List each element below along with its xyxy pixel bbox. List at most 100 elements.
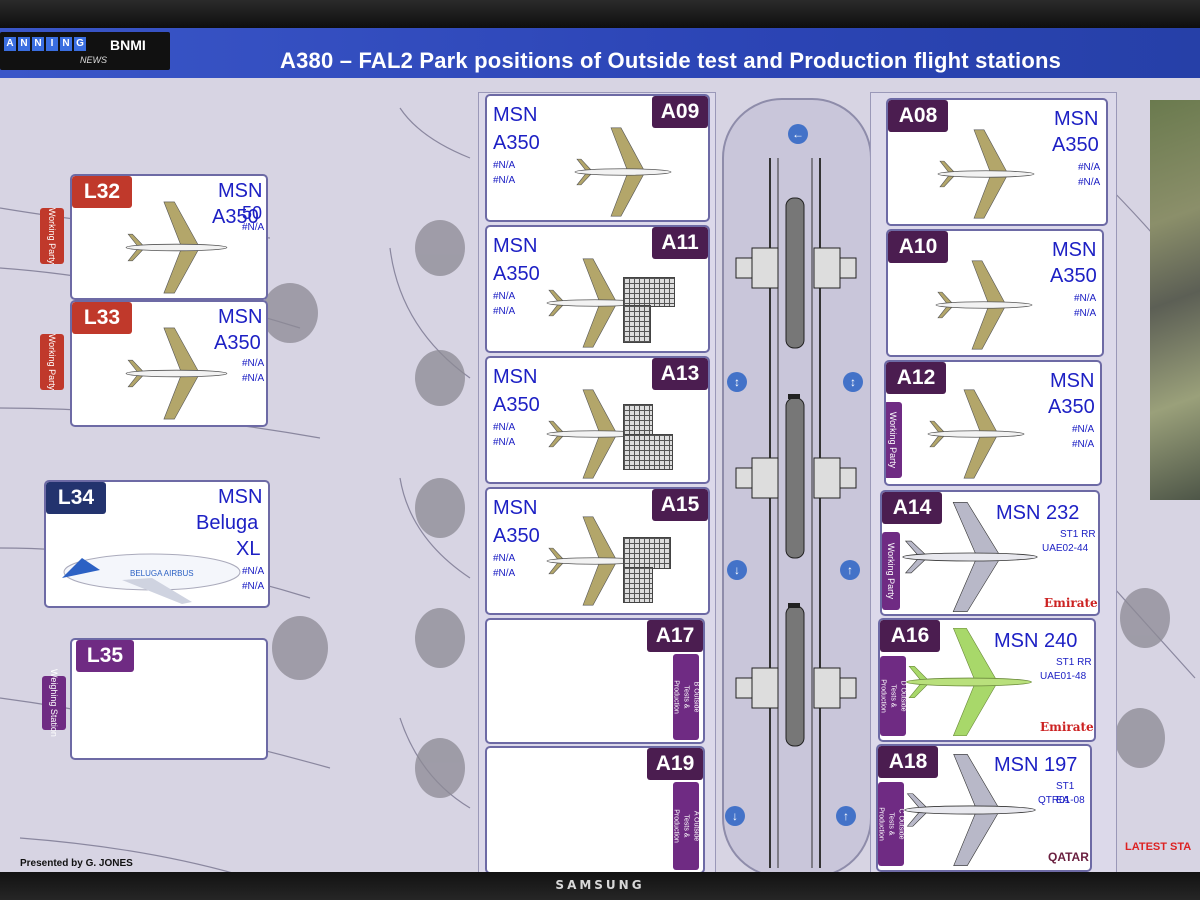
logo-letter: N: [32, 37, 44, 51]
na-value: #N/A: [1072, 422, 1094, 437]
na-value: #N/A: [493, 173, 515, 188]
presenter-credit: Presented by G. JONES: [20, 858, 133, 869]
na-value: #N/A: [493, 420, 515, 435]
stand-code: A17: [647, 620, 703, 652]
stand-code: L33: [72, 302, 132, 334]
a350-plane-icon: [926, 388, 1026, 480]
stand-L35[interactable]: L35: [70, 638, 268, 760]
arrow-left-icon: ←: [788, 124, 808, 144]
stand-code: A13: [652, 358, 708, 390]
stand-code: A09: [652, 96, 708, 128]
stand-L34[interactable]: L34 MSN Beluga XL #N/A #N/A BELUGA AIRBU…: [44, 480, 270, 608]
logo-letter: A: [4, 37, 16, 51]
fuselage-livery-text: BELUGA AIRBUS: [130, 569, 194, 578]
msn-label: MSN: [1050, 368, 1094, 394]
arrow-down-icon: ↓: [725, 806, 745, 826]
na-value: #N/A: [242, 371, 264, 386]
stand-A12[interactable]: A12 MSN A350 #N/A #N/A Working Party: [884, 360, 1102, 486]
aircraft-type: A350: [1050, 263, 1097, 289]
stand-A09[interactable]: A09 MSN A350 #N/A #N/A: [485, 94, 710, 222]
work-platform-grid: [623, 434, 673, 470]
a350-plane-icon: [124, 326, 229, 421]
logo-letter: G: [74, 37, 86, 51]
msn-label: MSN: [218, 484, 262, 510]
aircraft-type: A350: [493, 392, 540, 418]
beluga-plane-icon: BELUGA AIRBUS: [52, 544, 242, 606]
a380-plane-icon: [900, 500, 1040, 614]
work-platform-grid: [623, 567, 653, 603]
emirates-logo: Emirates: [1044, 596, 1100, 610]
arrow-up-icon: ↑: [840, 560, 860, 580]
aircraft-type: A350: [493, 130, 540, 156]
stand-code: L34: [46, 482, 106, 514]
flight-code: UAE02-44: [1042, 542, 1088, 556]
green-a380-plane-icon: [904, 626, 1034, 738]
latest-status-link[interactable]: LATEST STA: [1125, 841, 1191, 853]
combine-c-tag: COMBINE C Outside Tests & Production Tes…: [878, 782, 904, 866]
flight-code: QTR01-08: [1038, 794, 1085, 808]
combine-b-tag: COMBINE B Outside Tests & Production Tes…: [673, 654, 699, 740]
stand-A14[interactable]: A14 MSN 232 ST1 RR UAE02-44 Emirates Wor…: [880, 490, 1100, 616]
status-line: ST1 RR: [1060, 528, 1096, 542]
stand-A11[interactable]: A11 MSN A350 #N/A #N/A: [485, 225, 710, 353]
logo-letter: I: [46, 37, 58, 51]
stand-A19[interactable]: A19 COMBINE A Outside Tests & Production…: [485, 746, 705, 874]
qatar-logo: QATAR: [1048, 850, 1089, 864]
stand-code: L32: [72, 176, 132, 208]
na-value: #N/A: [1078, 160, 1100, 175]
a350-plane-icon: [124, 200, 229, 295]
logo-news: NEWS: [80, 55, 107, 65]
na-value: #N/A: [493, 158, 515, 173]
flight-code: UAE01-48: [1040, 670, 1086, 684]
na-value: #N/A: [493, 435, 515, 450]
arrow-updown-icon: ↕: [843, 372, 863, 392]
a380-plane-icon: [902, 752, 1038, 868]
stand-A08[interactable]: A08 MSN A350 #N/A #N/A: [886, 98, 1108, 226]
weighing-station-tag: Weighing Station: [42, 676, 66, 730]
na-value: #N/A: [493, 304, 515, 319]
msn-label: MSN: [493, 233, 537, 259]
stand-A17[interactable]: A17 COMBINE B Outside Tests & Production…: [485, 618, 705, 744]
stand-L33[interactable]: L33 MSN A350 #N/A #N/A: [70, 300, 268, 427]
stand-code: A11: [652, 227, 708, 259]
a350-plane-icon: [936, 128, 1036, 220]
msn-label: MSN: [493, 102, 537, 128]
stand-A18[interactable]: A18 MSN 197 ST1 EA QTR01-08 QATAR COMBIN…: [876, 744, 1092, 872]
na-value: #N/A: [1078, 175, 1100, 190]
arrow-up-icon: ↑: [836, 806, 856, 826]
working-party-tag: Working Party: [882, 532, 900, 610]
na-value: #N/A: [1072, 437, 1094, 452]
working-party-tag: Working Party: [884, 402, 902, 478]
header-bar: A N N I N G BNMI NEWS A380 – FAL2 Park p…: [0, 28, 1200, 78]
na-value: #N/A: [242, 356, 264, 371]
logo-letter: N: [18, 37, 30, 51]
aircraft-type: A350: [1048, 394, 1095, 420]
stand-A10[interactable]: A10 MSN A350 #N/A #N/A: [886, 229, 1104, 357]
stand-A15[interactable]: A15 MSN A350 #N/A #N/A: [485, 487, 710, 615]
working-party-tag: Working Party: [40, 334, 64, 390]
aircraft-type: A350: [1052, 132, 1099, 158]
na-value: #N/A: [493, 551, 515, 566]
logo-letters: A N N I N G: [4, 37, 88, 51]
work-platform-grid: [623, 537, 671, 569]
na-value: #N/A: [242, 579, 264, 594]
work-platform-grid: [623, 277, 675, 307]
combine-a-tag: COMBINE A Outside Tests & Production Tes…: [673, 782, 699, 870]
display-screen: A N N I N G BNMI NEWS A380 – FAL2 Park p…: [0, 28, 1200, 874]
combine-d-tag: COMBINE D Outside Tests & Production Tes…: [880, 656, 906, 736]
aircraft-type: Beluga: [196, 510, 258, 536]
aerial-map-image: [1150, 100, 1200, 500]
stand-A13[interactable]: A13 MSN A350 #N/A #N/A: [485, 356, 710, 484]
msn-label: MSN: [493, 364, 537, 390]
logo-brand: BNMI: [110, 37, 146, 53]
msn-label: MSN: [1052, 237, 1096, 263]
monitor-brand-logo: SAMSUNG: [0, 878, 1200, 892]
stand-A16[interactable]: A16 MSN 240 ST1 RR UAE01-48 Emirates COM…: [878, 618, 1096, 742]
stand-L32[interactable]: L32 MSN A350 50 #N/A: [70, 174, 268, 300]
emirates-logo: Emirates: [1040, 720, 1096, 734]
stand-code: A15: [652, 489, 708, 521]
na-value: #N/A: [242, 220, 264, 235]
monitor-bezel-top: [0, 0, 1200, 28]
aircraft-type: A350: [493, 523, 540, 549]
arrow-updown-icon: ↕: [727, 372, 747, 392]
